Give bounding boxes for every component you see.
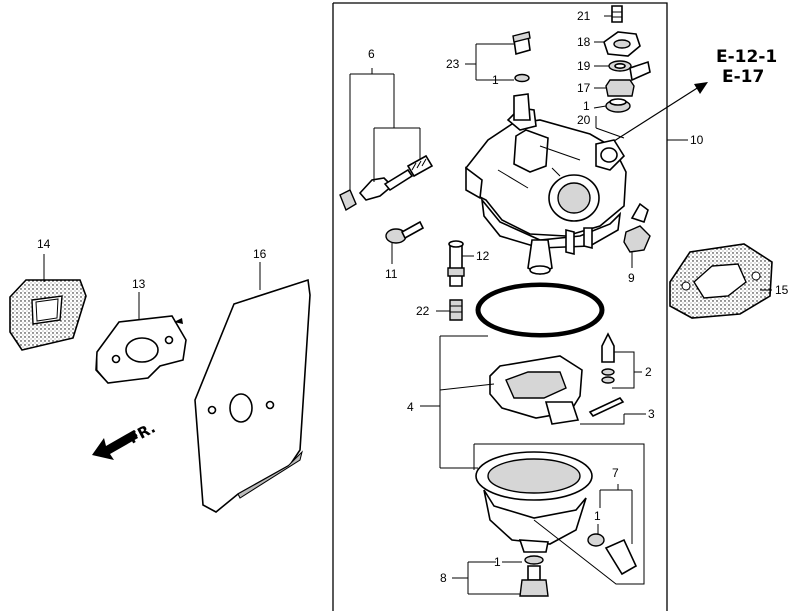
part-9-clip[interactable] bbox=[623, 202, 651, 253]
front-marker-label: FR. bbox=[125, 419, 158, 448]
part-3-float-pin[interactable] bbox=[588, 397, 625, 417]
part-15-gasket[interactable] bbox=[669, 243, 773, 319]
part-20-plunger[interactable] bbox=[605, 98, 631, 113]
part-11-screw[interactable] bbox=[385, 220, 425, 244]
callout-1-a[interactable]: 1 bbox=[492, 73, 499, 87]
part-4-float[interactable] bbox=[489, 355, 583, 425]
part-1-washer-top[interactable] bbox=[514, 73, 530, 83]
part-22-jet[interactable] bbox=[449, 299, 463, 321]
part-2-needle-valve[interactable] bbox=[601, 332, 615, 384]
float-bowl-gasket[interactable] bbox=[475, 282, 605, 338]
callout-22[interactable]: 22 bbox=[416, 304, 430, 318]
callout-14[interactable]: 14 bbox=[37, 237, 51, 251]
part-10-carburetor-body[interactable] bbox=[465, 93, 627, 275]
part-21-screw[interactable] bbox=[611, 5, 623, 23]
callout-1-d[interactable]: 1 bbox=[494, 555, 501, 569]
reference-label-e17[interactable]: E-17 bbox=[722, 67, 764, 87]
callout-9[interactable]: 9 bbox=[628, 271, 635, 285]
callout-23[interactable]: 23 bbox=[446, 57, 460, 71]
callout-8[interactable]: 8 bbox=[440, 571, 447, 585]
callout-10[interactable]: 10 bbox=[690, 133, 704, 147]
part-13-insulator[interactable] bbox=[95, 315, 187, 384]
callout-6[interactable]: 6 bbox=[368, 47, 375, 61]
reference-label-e12[interactable]: E-12-1 bbox=[716, 47, 777, 67]
assembly-frame bbox=[332, 2, 668, 611]
part-14-gasket[interactable] bbox=[9, 279, 87, 351]
front-direction-arrow bbox=[92, 430, 138, 460]
callout-18[interactable]: 18 bbox=[577, 35, 591, 49]
part-7-drain-screw[interactable] bbox=[587, 533, 638, 576]
callout-16[interactable]: 16 bbox=[253, 247, 267, 261]
float-bowl[interactable] bbox=[475, 451, 593, 553]
part-23-screw[interactable] bbox=[512, 31, 531, 56]
part-17-spring-cap[interactable] bbox=[605, 79, 635, 97]
part-19-seal[interactable] bbox=[608, 60, 651, 82]
leader-lines bbox=[43, 15, 772, 595]
callout-17[interactable]: 17 bbox=[577, 81, 591, 95]
part-18-cover[interactable] bbox=[603, 31, 641, 57]
callout-21[interactable]: 21 bbox=[577, 9, 591, 23]
part-16-plate[interactable] bbox=[194, 278, 311, 513]
callout-1-b[interactable]: 1 bbox=[583, 99, 590, 113]
callout-13[interactable]: 13 bbox=[132, 277, 146, 291]
callout-19[interactable]: 19 bbox=[577, 59, 591, 73]
part-12-tube[interactable] bbox=[447, 240, 465, 287]
callout-3[interactable]: 3 bbox=[648, 407, 655, 421]
callout-2[interactable]: 2 bbox=[645, 365, 652, 379]
callout-12[interactable]: 12 bbox=[476, 249, 490, 263]
callout-4[interactable]: 4 bbox=[407, 400, 414, 414]
part-8-bowl-bolt[interactable] bbox=[519, 555, 549, 597]
reference-arrow-head bbox=[694, 82, 708, 94]
callout-20[interactable]: 20 bbox=[577, 113, 591, 127]
callout-15[interactable]: 15 bbox=[775, 283, 789, 297]
reference-arrow bbox=[599, 84, 703, 151]
part-6-screw-set[interactable] bbox=[339, 154, 434, 212]
callout-labels: 6 23 1 21 18 19 17 1 20 10 11 12 22 9 14… bbox=[37, 9, 789, 585]
callout-11[interactable]: 11 bbox=[385, 267, 398, 281]
callout-7[interactable]: 7 bbox=[612, 466, 619, 480]
callout-1-c[interactable]: 1 bbox=[594, 509, 601, 523]
